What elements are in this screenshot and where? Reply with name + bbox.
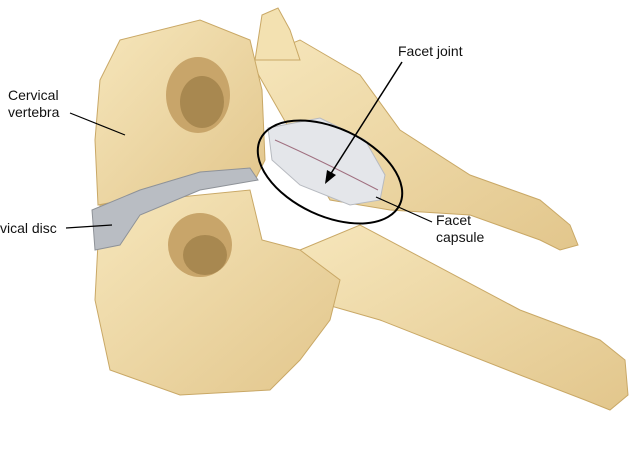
label-facet-joint: Facet joint xyxy=(398,43,463,59)
lower-foramen-inner xyxy=(183,235,227,275)
leader-facet-joint xyxy=(329,61,403,176)
facet-highlight-ellipse xyxy=(256,119,404,225)
lower-spinous-process xyxy=(299,224,629,411)
leader-vertebra xyxy=(69,112,126,136)
label-facet-capsule: Facet capsule xyxy=(436,212,484,246)
upper-foramen-inner xyxy=(180,76,224,128)
arrowhead-icon xyxy=(325,170,336,184)
label-line: Cervical xyxy=(8,87,59,103)
label-line: vertebra xyxy=(8,104,60,120)
upper-articular-process xyxy=(254,7,301,61)
leader-facet-capsule xyxy=(375,196,433,223)
lower-vertebral-body xyxy=(94,189,341,396)
label-line: capsule xyxy=(436,229,485,245)
label-cervical-vertebra: Cervical vertebra xyxy=(8,87,59,121)
facet-capsule xyxy=(267,117,386,206)
label-cervical-disc: vical disc xyxy=(0,220,57,236)
label-line: Facet xyxy=(436,212,472,228)
facet-joint-line xyxy=(274,139,379,191)
cervical-disc xyxy=(91,167,259,251)
leader-disc xyxy=(65,224,113,229)
